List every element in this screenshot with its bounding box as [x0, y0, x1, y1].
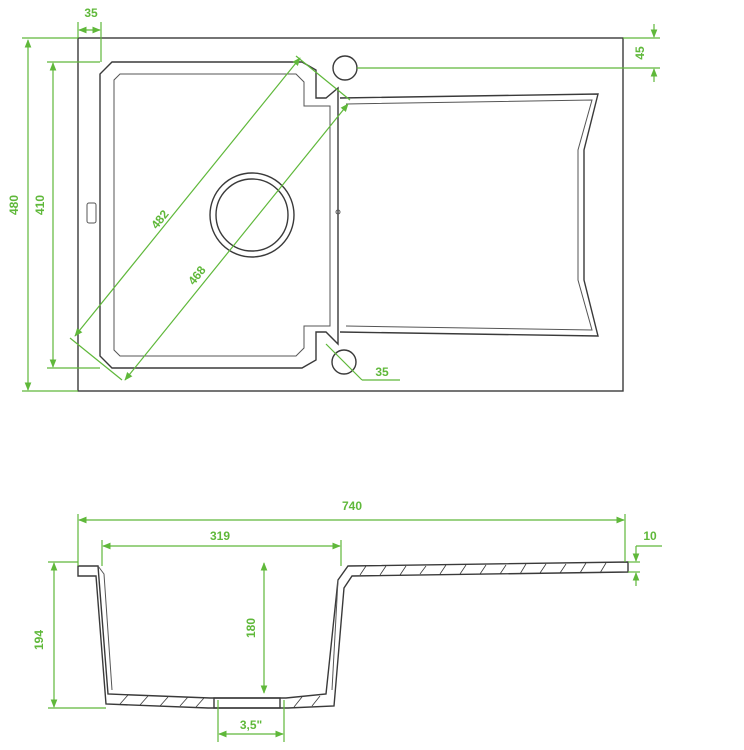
dim-label-drain: 3,5" — [240, 718, 262, 732]
dim-label-468: 468 — [185, 263, 209, 288]
overflow-slot — [86, 202, 97, 224]
sink-profile — [77, 561, 629, 709]
dim-label-35-tap: 35 — [375, 365, 389, 379]
drainer-hatching — [359, 562, 607, 576]
section-view: 740 319 10 180 194 3,5" — [32, 499, 662, 742]
dim-ext-468-b — [295, 55, 351, 101]
top-view: 480 410 35 45 482 468 35 — [7, 6, 660, 392]
dim-label-482: 482 — [148, 207, 172, 232]
dim-ext-482-a — [69, 337, 123, 381]
dim-line-35-tap — [325, 343, 363, 381]
dim-label-740: 740 — [342, 499, 362, 513]
dim-label-45: 45 — [633, 46, 647, 60]
dim-label-10: 10 — [643, 529, 657, 543]
dim-line-482 — [74, 57, 301, 337]
bowl-inner-edge — [113, 73, 331, 357]
dim-label-319: 319 — [210, 529, 230, 543]
dim-label-35-top: 35 — [84, 6, 98, 20]
tap-hole-top — [332, 55, 358, 81]
dim-line-468 — [124, 103, 349, 381]
bowl-outer-edge — [99, 61, 339, 369]
drain-inner-circle — [215, 178, 289, 252]
bowl-wall-left-inner — [97, 565, 113, 691]
dim-label-480: 480 — [7, 195, 21, 215]
drainer-inner-edge — [345, 99, 593, 331]
bowl-bottom-hatching — [119, 694, 321, 708]
drain-stub — [213, 697, 281, 709]
bowl-wall-right-inner — [331, 579, 339, 691]
dim-label-180: 180 — [244, 618, 258, 638]
dim-label-194: 194 — [32, 630, 46, 650]
drainer-board — [339, 93, 599, 337]
dim-label-410: 410 — [33, 195, 47, 215]
